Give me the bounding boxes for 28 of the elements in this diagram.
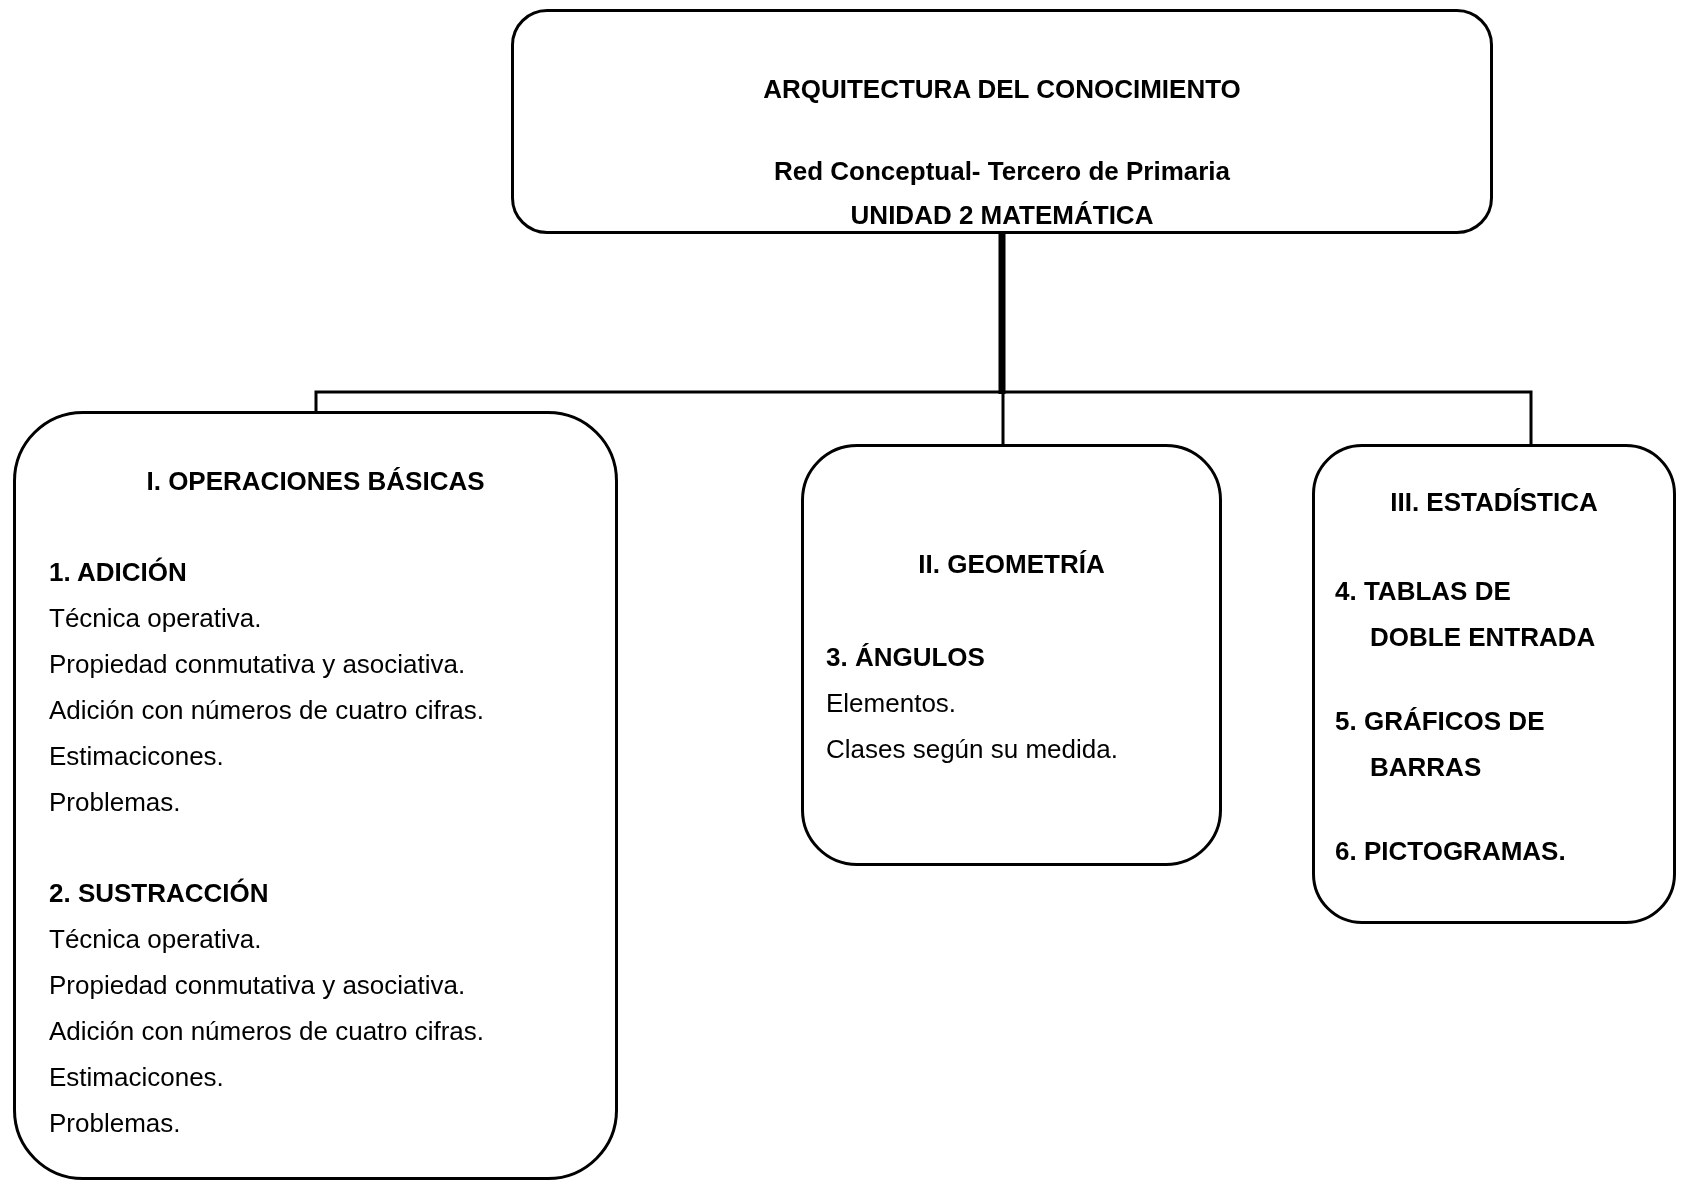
- item-text: Estimacicones.: [49, 1061, 225, 1094]
- topic-box: [13, 411, 618, 1180]
- item-text: Técnica operativa.: [49, 923, 263, 956]
- heading-text: II. GEOMETRÍA: [917, 548, 1106, 581]
- heading-text: ARQUITECTURA DEL CONOCIMIENTO: [763, 73, 1241, 106]
- item-text: Problemas.: [49, 1107, 182, 1140]
- item-text: 2. SUSTRACCIÓN: [49, 877, 270, 910]
- topic-box: [801, 444, 1222, 866]
- heading-text: III. ESTADÍSTICA: [1389, 486, 1599, 519]
- item-text: Problemas.: [49, 786, 182, 819]
- item-text: Propiedad conmutativa y asociativa.: [49, 969, 467, 1002]
- item-text: Clases según su medida.: [826, 733, 1119, 766]
- topic-box: [1312, 444, 1676, 924]
- item-text: Propiedad conmutativa y asociativa.: [49, 648, 467, 681]
- title-box: [511, 9, 1493, 234]
- item-text: UNIDAD 2 MATEMÁTICA: [850, 199, 1154, 232]
- item-text: 1. ADICIÓN: [49, 556, 188, 589]
- item-text: 4. TABLAS DE DOBLE ENTRADA: [1335, 575, 1597, 654]
- item-text: Adición con números de cuatro cifras.: [49, 1015, 485, 1048]
- heading-text: I. OPERACIONES BÁSICAS: [145, 465, 486, 498]
- item-text: 3. ÁNGULOS: [826, 641, 986, 674]
- item-text: 6. PICTOGRAMAS.: [1335, 835, 1567, 868]
- item-text: Adición con números de cuatro cifras.: [49, 694, 485, 727]
- item-text: Red Conceptual- Tercero de Primaria: [773, 155, 1231, 188]
- item-text: Estimacicones.: [49, 740, 225, 773]
- item-text: Técnica operativa.: [49, 602, 263, 635]
- item-text: 5. GRÁFICOS DE BARRAS: [1335, 705, 1546, 784]
- item-text: Elementos.: [826, 687, 958, 720]
